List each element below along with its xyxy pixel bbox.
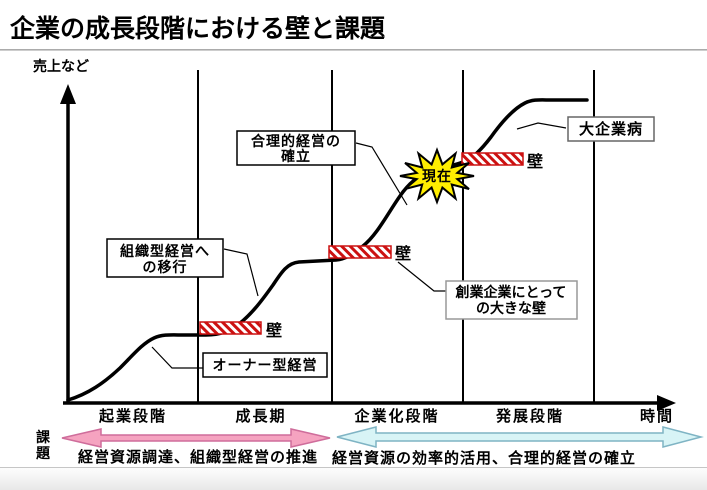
callout-founder-wall-line2: の大きな壁	[476, 300, 546, 316]
connector-org-shift	[223, 248, 259, 297]
callout-rational-line2: 確立	[281, 148, 311, 164]
connector-owner	[151, 346, 203, 369]
callout-founder-wall-box	[445, 280, 578, 320]
now-starburst-icon	[399, 147, 475, 205]
connector-rational	[355, 142, 408, 206]
right-challenge-text: 経営資源の効率的活用、合理的経営の確立	[332, 449, 636, 467]
wall-marker-3	[461, 152, 524, 166]
callout-org-shift-box	[106, 238, 224, 278]
wall-marker-2	[328, 245, 392, 259]
left-challenge-text: 経営資源調達、組織型経営の推進	[78, 448, 318, 466]
wall-label-3: 壁	[527, 152, 543, 171]
callout-big-company-label: 大企業病	[579, 120, 643, 138]
callout-rational-box	[236, 130, 356, 166]
y-axis-label: 売上など	[33, 58, 89, 74]
stage-label-2: 成長期	[235, 407, 286, 425]
x-axis-label: 時間	[640, 407, 674, 425]
challenges-row-header: 課題	[36, 429, 50, 462]
page-title: 企業の成長段階における壁と課題	[10, 15, 386, 43]
stage-label-3: 企業化段階	[353, 407, 439, 425]
stage-label-4: 発展段階	[495, 407, 564, 425]
wall-marker-1	[199, 321, 262, 335]
wall-label-2: 壁	[395, 244, 411, 263]
callout-founder-wall-line1: 創業企業にとって	[455, 284, 567, 300]
connector-founder-wall	[397, 261, 446, 292]
callout-big-company-box	[567, 116, 655, 142]
callout-owner-box	[202, 352, 328, 378]
callout-owner-label: オーナー型経営	[213, 357, 318, 373]
wall-label-1: 壁	[266, 321, 282, 340]
y-axis-arrow-icon	[60, 84, 76, 104]
now-label: 現在	[422, 168, 452, 184]
x-axis-arrow-icon	[657, 395, 676, 411]
callout-org-shift-line1: 組織型経営へ	[120, 243, 210, 259]
left-challenge-arrow-icon	[61, 428, 331, 448]
callout-rational-line1: 合理的経営の	[251, 133, 341, 149]
right-challenge-arrow-icon	[336, 426, 704, 448]
stage-label-1: 起業段階	[98, 407, 167, 425]
footer-band	[0, 467, 707, 490]
connector-big-company	[516, 122, 567, 130]
callout-org-shift-line2: の移行	[143, 259, 188, 275]
title-rule	[0, 49, 707, 51]
